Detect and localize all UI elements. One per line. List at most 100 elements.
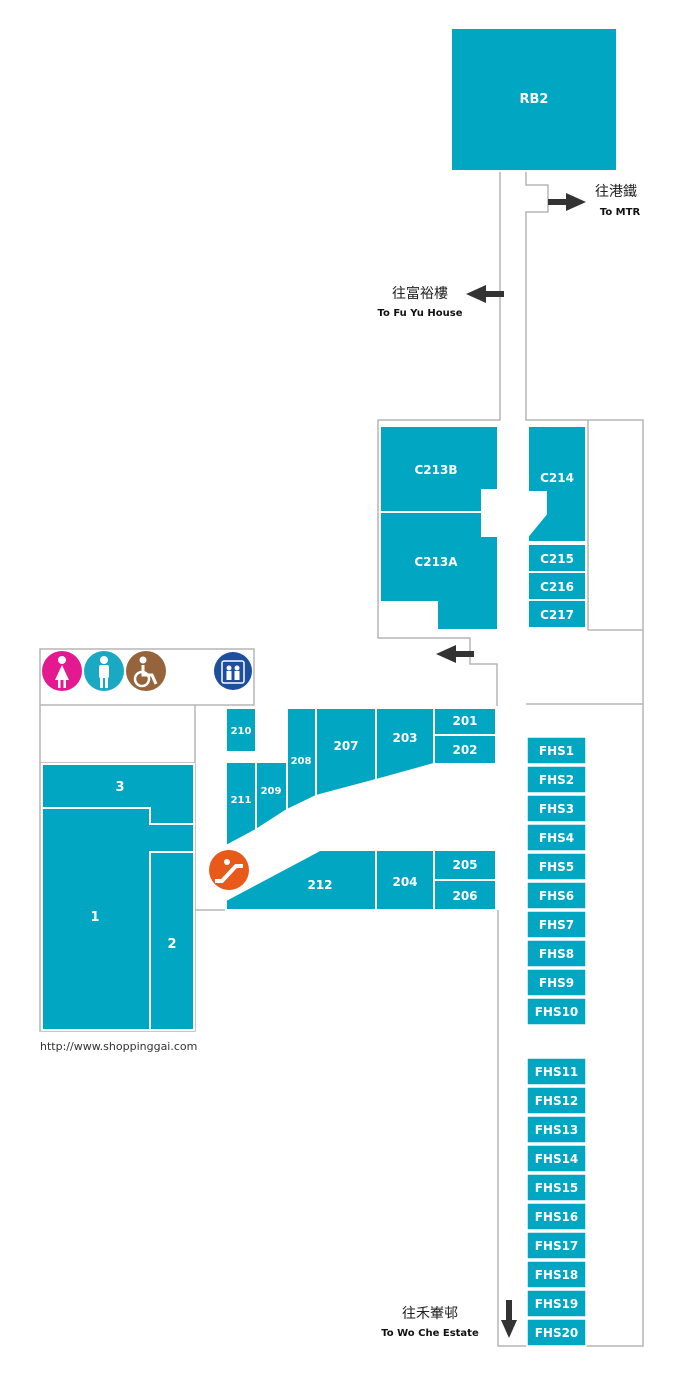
unit-fhs17[interactable]: FHS17 [526,1231,587,1260]
unit-fhs14-label: FHS14 [535,1152,579,1166]
unit-fhs7[interactable]: FHS7 [526,910,587,939]
unit-c216-label: C216 [540,580,574,594]
unit-fhs11-label: FHS11 [535,1065,579,1079]
unit-c213a-label: C213A [414,555,458,569]
unit-206[interactable]: 206 [433,879,497,911]
unit-205-label: 205 [452,858,477,872]
direction-wo-che-en: To Wo Che Estate [381,1328,479,1339]
unit-fhs8-label: FHS8 [539,947,574,961]
unit-211[interactable]: 211 [225,761,257,848]
unit-fhs5[interactable]: FHS5 [526,852,587,881]
direction-mtr-cn: 往港鐵 [595,183,637,200]
unit-fhs6-label: FHS6 [539,889,574,903]
unit-fhs16-label: FHS16 [535,1210,579,1224]
unit-3-label: 3 [115,780,124,795]
unit-fhs3[interactable]: FHS3 [526,794,587,823]
unit-209-label: 209 [261,786,282,797]
unit-fhs19-label: FHS19 [535,1297,579,1311]
unit-fhs15[interactable]: FHS15 [526,1173,587,1202]
unit-201[interactable]: 201 [433,707,497,736]
arrow-to-wo-che-estate [501,1300,517,1338]
unit-fhs7-label: FHS7 [539,918,574,932]
unit-204-label: 204 [392,875,417,889]
unit-c215[interactable]: C215 [527,543,587,573]
direction-fu-yu-cn: 往富裕樓 [392,285,448,302]
arrow-to-mtr [548,193,586,211]
unit-209[interactable]: 209 [255,761,288,832]
unit-fhs1-label: FHS1 [539,744,574,758]
unit-204[interactable]: 204 [375,849,435,911]
unit-fhs13[interactable]: FHS13 [526,1115,587,1144]
website-url[interactable]: http://www.shoppinggai.com [40,1040,198,1053]
unit-c213b-label: C213B [414,463,457,477]
unit-202-label: 202 [452,743,477,757]
unit-fhs4[interactable]: FHS4 [526,823,587,852]
unit-rb2[interactable]: RB2 [450,27,618,172]
direction-mtr-en: To MTR [600,207,641,218]
unit-208[interactable]: 208 [286,707,317,812]
unit-207-label: 207 [333,739,358,753]
female-toilet-icon[interactable] [42,651,82,691]
unit-fhs4-label: FHS4 [539,831,574,845]
unit-fhs12[interactable]: FHS12 [526,1086,587,1115]
unit-2-label: 2 [167,937,176,952]
unit-c214-label: C214 [540,471,574,485]
unit-212-label: 212 [307,878,332,892]
unit-fhs14[interactable]: FHS14 [526,1144,587,1173]
unit-fhs2-label: FHS2 [539,773,574,787]
unit-c213a[interactable]: C213A [379,511,499,631]
unit-fhs10[interactable]: FHS10 [526,997,587,1026]
unit-fhs9[interactable]: FHS9 [526,968,587,997]
unit-fhs18-label: FHS18 [535,1268,579,1282]
unit-c215-label: C215 [540,552,574,566]
unit-202[interactable]: 202 [433,734,497,765]
unit-fhs1[interactable]: FHS1 [526,736,587,765]
unit-fhs2[interactable]: FHS2 [526,765,587,794]
arrow-to-corridor [436,645,474,663]
direction-wo-che-cn: 往禾輋邨 [402,1306,458,1322]
unit-1-label: 1 [90,910,99,925]
unit-211-label: 211 [231,795,252,806]
unit-210[interactable]: 210 [225,707,257,753]
unit-fhs15-label: FHS15 [535,1181,579,1195]
unit-c217-label: C217 [540,608,574,622]
accessible-toilet-icon[interactable] [126,651,166,691]
male-toilet-icon[interactable] [84,651,124,691]
unit-203[interactable]: 203 [375,707,435,782]
unit-c214[interactable]: C214 [527,425,587,543]
unit-210-label: 210 [231,726,252,737]
escalator-icon[interactable] [209,850,249,890]
unit-fhs9-label: FHS9 [539,976,574,990]
unit-2[interactable]: 2 [149,851,195,1031]
unit-c216[interactable]: C216 [527,571,587,601]
unit-fhs12-label: FHS12 [535,1094,579,1108]
unit-212[interactable]: 212 [225,849,377,911]
unit-203-label: 203 [392,731,417,745]
unit-c213b[interactable]: C213B [379,425,499,513]
unit-fhs8[interactable]: FHS8 [526,939,587,968]
unit-207[interactable]: 207 [315,707,377,798]
unit-rb2-label: RB2 [520,92,549,107]
left-wing-edge [39,705,195,764]
left-wing-outline [39,648,255,706]
direction-fu-yu-en: To Fu Yu House [378,308,463,319]
unit-fhs10-label: FHS10 [535,1005,579,1019]
lift-icon[interactable] [214,652,252,690]
unit-205[interactable]: 205 [433,849,497,881]
unit-fhs11[interactable]: FHS11 [526,1057,587,1086]
corridor-left-line [377,170,501,706]
unit-fhs6[interactable]: FHS6 [526,881,587,910]
unit-c217[interactable]: C217 [527,599,587,629]
unit-fhs3-label: FHS3 [539,802,574,816]
unit-208-label: 208 [291,756,312,767]
unit-fhs13-label: FHS13 [535,1123,579,1137]
unit-fhs16[interactable]: FHS16 [526,1202,587,1231]
unit-fhs5-label: FHS5 [539,860,574,874]
unit-fhs20[interactable]: FHS20 [526,1318,587,1347]
arrow-to-fu-yu-house [466,285,504,303]
unit-fhs18[interactable]: FHS18 [526,1260,587,1289]
unit-fhs20-label: FHS20 [535,1326,579,1340]
unit-fhs19[interactable]: FHS19 [526,1289,587,1318]
unit-201-label: 201 [452,714,477,728]
